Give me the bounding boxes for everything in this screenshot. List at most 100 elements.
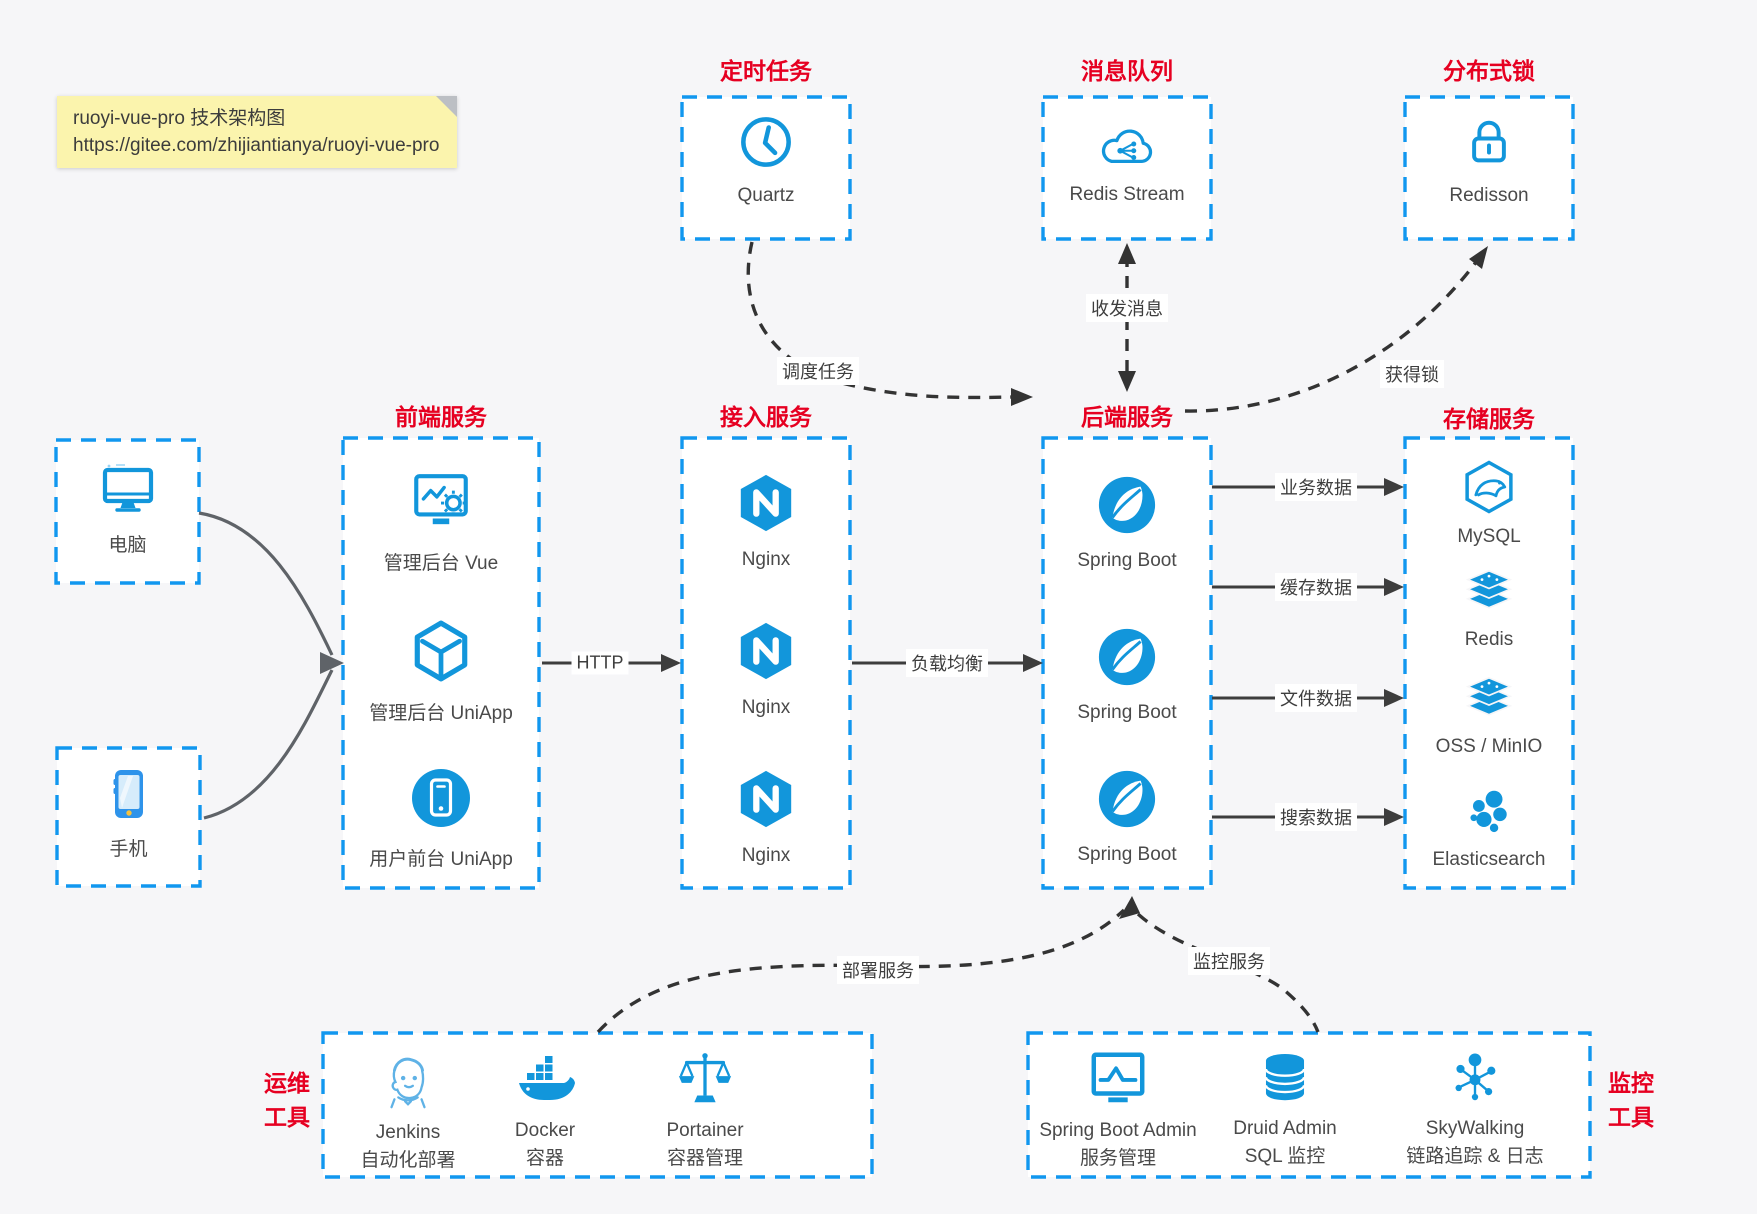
nginx-icon xyxy=(735,470,797,541)
ops-item-jenkins: Jenkins 自动化部署 xyxy=(323,1049,493,1172)
business-data-arrowhead xyxy=(1384,478,1404,496)
lock-icon xyxy=(1461,113,1517,176)
ops-item-docker: Docker 容器 xyxy=(460,1049,630,1170)
monitor-tools-group: Spring Boot Admin 服务管理 Druid Admin SQL 监… xyxy=(1028,1033,1590,1177)
search-data-arrowhead xyxy=(1384,808,1404,826)
edge-pc-to-frontend xyxy=(198,511,334,656)
frontend-item-vue: 管理后台 Vue xyxy=(343,470,539,575)
spring-boot-admin-desc: 服务管理 xyxy=(1079,1148,1156,1169)
ops-title-line2: 工具 xyxy=(264,1104,310,1130)
portainer-icon xyxy=(674,1049,736,1114)
nginx-icon xyxy=(735,618,797,689)
spring-boot-label: Spring Boot xyxy=(1077,844,1177,865)
file-data-arrowhead xyxy=(1384,689,1404,707)
frontend-arrowhead xyxy=(320,652,344,674)
edge-phone-to-frontend xyxy=(203,669,334,820)
phone-label: 手机 xyxy=(109,839,148,860)
redis-stream-box: Redis Stream xyxy=(1043,97,1211,239)
edge-label-message: 收发消息 xyxy=(1086,294,1168,322)
nginx-label: Nginx xyxy=(741,549,791,570)
monitor-title-line1: 监控 xyxy=(1608,1070,1654,1096)
title-ops-tools: 运维 工具 xyxy=(264,1066,310,1134)
pc-client-box: 电脑 xyxy=(56,440,199,583)
edge-label-deploy: 部署服务 xyxy=(837,956,919,984)
druid-desc: SQL 监控 xyxy=(1244,1146,1326,1167)
edge-schedule-task xyxy=(746,241,1014,400)
oss-minio-label: OSS / MinIO xyxy=(1435,736,1543,757)
uniapp-cube-icon xyxy=(408,618,474,689)
spring-icon xyxy=(1096,768,1158,835)
ops-title-line1: 运维 xyxy=(264,1070,310,1096)
nginx-icon xyxy=(735,766,797,837)
backend-item-spring-1: Spring Boot xyxy=(1043,474,1211,572)
edge-label-schedule: 调度任务 xyxy=(777,357,859,385)
spring-icon xyxy=(1096,474,1158,541)
storage-item-redis: Redis xyxy=(1405,564,1573,651)
spring-boot-admin-icon xyxy=(1087,1049,1149,1114)
gateway-item-nginx-3: Nginx xyxy=(682,766,850,867)
storage-item-oss: OSS / MinIO xyxy=(1405,671,1573,758)
http-arrowhead xyxy=(661,654,681,672)
frontend-item-user-uniapp: 用户前台 UniApp xyxy=(343,766,539,871)
desktop-icon xyxy=(96,460,160,525)
elasticsearch-label: Elasticsearch xyxy=(1432,849,1546,870)
gateway-services-group: Nginx Nginx Nginx xyxy=(682,438,850,888)
jenkins-label: Jenkins xyxy=(375,1122,441,1143)
portainer-label: Portainer xyxy=(666,1120,744,1141)
frontend-vue-label: 管理后台 Vue xyxy=(383,553,499,574)
load-balance-arrowhead xyxy=(1023,654,1043,672)
portainer-desc: 容器管理 xyxy=(666,1148,743,1169)
title-distributed-lock: 分布式锁 xyxy=(1443,58,1535,84)
storage-services-group: MySQL Redis xyxy=(1405,438,1573,888)
monitor-title-line2: 工具 xyxy=(1608,1104,1654,1130)
clock-icon xyxy=(737,113,795,176)
storage-item-elasticsearch: Elasticsearch xyxy=(1405,784,1573,871)
quartz-label: Quartz xyxy=(737,185,795,206)
spring-boot-admin-label: Spring Boot Admin xyxy=(1039,1120,1197,1141)
edge-label-lock: 获得锁 xyxy=(1380,360,1444,388)
frontend-item-admin-uniapp: 管理后台 UniApp xyxy=(343,618,539,725)
lock-box-outline xyxy=(1403,95,1575,241)
spring-icon xyxy=(1096,626,1158,693)
monitor-item-sba: Spring Boot Admin 服务管理 xyxy=(1028,1049,1208,1170)
redis-label: Redis xyxy=(1464,629,1514,650)
note-fold-corner xyxy=(436,96,457,117)
title-backend-services: 后端服务 xyxy=(1081,404,1173,430)
schedule-arrowhead xyxy=(1011,388,1033,406)
ops-box-outline xyxy=(321,1031,874,1179)
edge-label-load-balance: 负载均衡 xyxy=(906,649,988,677)
edge-acquire-lock xyxy=(1184,253,1484,413)
sticky-note: ruoyi-vue-pro 技术架构图 https://gitee.com/zh… xyxy=(57,96,457,168)
smartphone-icon xyxy=(97,762,161,831)
edge-label-monitor: 监控服务 xyxy=(1188,947,1270,975)
pc-label: 电脑 xyxy=(108,535,147,556)
title-gateway-services: 接入服务 xyxy=(720,404,812,430)
gateway-item-nginx-2: Nginx xyxy=(682,618,850,719)
edge-label-file-data: 文件数据 xyxy=(1275,684,1357,712)
monitor-item-skywalking: SkyWalking 链路追踪 & 日志 xyxy=(1380,1049,1570,1168)
quartz-box: Quartz xyxy=(682,97,850,239)
backend-item-spring-2: Spring Boot xyxy=(1043,626,1211,724)
backend-item-spring-3: Spring Boot xyxy=(1043,768,1211,866)
docker-desc: 容器 xyxy=(525,1148,564,1169)
redis-stack-icon xyxy=(1461,564,1517,623)
skywalking-label: SkyWalking xyxy=(1425,1118,1525,1139)
mysql-icon xyxy=(1461,459,1517,520)
frontend-services-group: 管理后台 Vue 管理后台 UniApp 用户前台 UniApp xyxy=(343,438,539,888)
elasticsearch-icon xyxy=(1462,784,1516,843)
oss-stack-icon xyxy=(1461,671,1517,730)
edge-label-business-data: 业务数据 xyxy=(1275,473,1357,501)
title-storage-services: 存储服务 xyxy=(1443,406,1535,432)
ops-item-portainer: Portainer 容器管理 xyxy=(620,1049,790,1170)
message-up-arrowhead xyxy=(1118,243,1136,264)
nginx-label: Nginx xyxy=(741,845,791,866)
frontend-admin-uniapp-label: 管理后台 UniApp xyxy=(369,703,513,724)
edge-label-cache-data: 缓存数据 xyxy=(1275,573,1357,601)
edge-monitor-service xyxy=(1136,912,1320,1033)
nginx-label: Nginx xyxy=(741,697,791,718)
title-frontend-services: 前端服务 xyxy=(395,404,487,430)
skywalking-icon xyxy=(1446,1049,1504,1112)
cache-data-arrowhead xyxy=(1384,578,1404,596)
redisson-label: Redisson xyxy=(1449,185,1529,206)
